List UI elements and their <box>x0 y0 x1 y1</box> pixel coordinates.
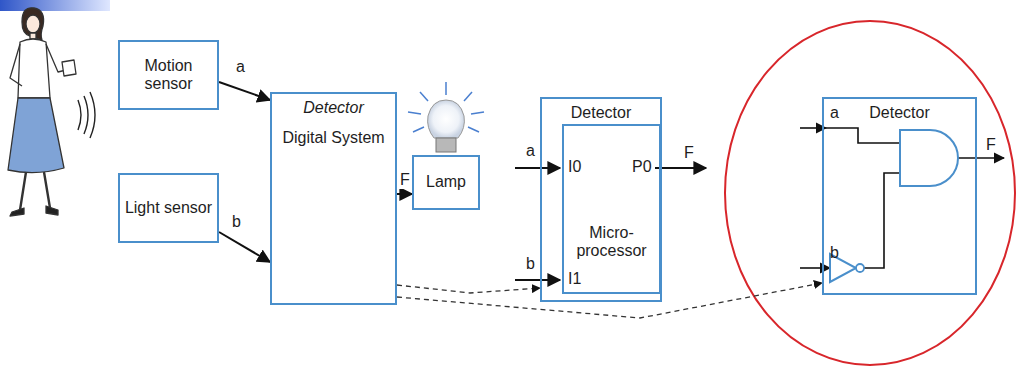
not-bubble <box>856 264 864 272</box>
signal-name: I1 <box>566 270 583 288</box>
signal-name: P0 <box>630 158 654 176</box>
box-text: Detector <box>571 104 631 122</box>
lamp-bulb <box>408 82 484 152</box>
block-box: Detector <box>822 97 977 295</box>
highlight-ellipse <box>725 21 1015 365</box>
signal-name: b <box>230 213 243 231</box>
signal-name: b <box>828 244 841 262</box>
person-figure <box>8 8 76 216</box>
box-text: Lamp <box>426 173 466 191</box>
corner-bar <box>0 0 110 11</box>
signal-arrow <box>219 232 270 262</box>
box-text: Motion sensor <box>124 57 213 94</box>
block-box: Light sensor <box>118 173 219 243</box>
signal-name: a <box>828 104 841 122</box>
box-text: Detector <box>869 104 929 122</box>
block-box: Lamp <box>412 155 480 210</box>
and-gate <box>900 130 958 186</box>
logic-wire <box>800 128 1004 268</box>
signal-name: a <box>234 58 247 76</box>
dashed-connector <box>397 285 540 293</box>
box-text: Light sensor <box>125 199 212 217</box>
inner-box: Micro-processor <box>562 124 661 294</box>
box-text: Micro-processor <box>568 224 655 261</box>
signal-arrow <box>219 82 270 100</box>
signal-name: b <box>524 255 537 273</box>
pin-wire <box>515 168 706 280</box>
block-box: Motion sensor <box>118 40 219 110</box>
signal-name: F <box>398 171 412 189</box>
signal-name: I0 <box>566 158 583 176</box>
signal-name: a <box>524 142 537 160</box>
signal-name: F <box>984 136 998 154</box>
block-box: DetectorMicro-processor <box>540 97 662 302</box>
box-text: Detector <box>303 99 363 117</box>
sound-waves <box>78 92 95 138</box>
signal-arrow <box>397 193 412 195</box>
signal-name: F <box>682 144 696 162</box>
block-box: DetectorDigital System <box>270 92 397 305</box>
box-text: Digital System <box>282 129 384 147</box>
